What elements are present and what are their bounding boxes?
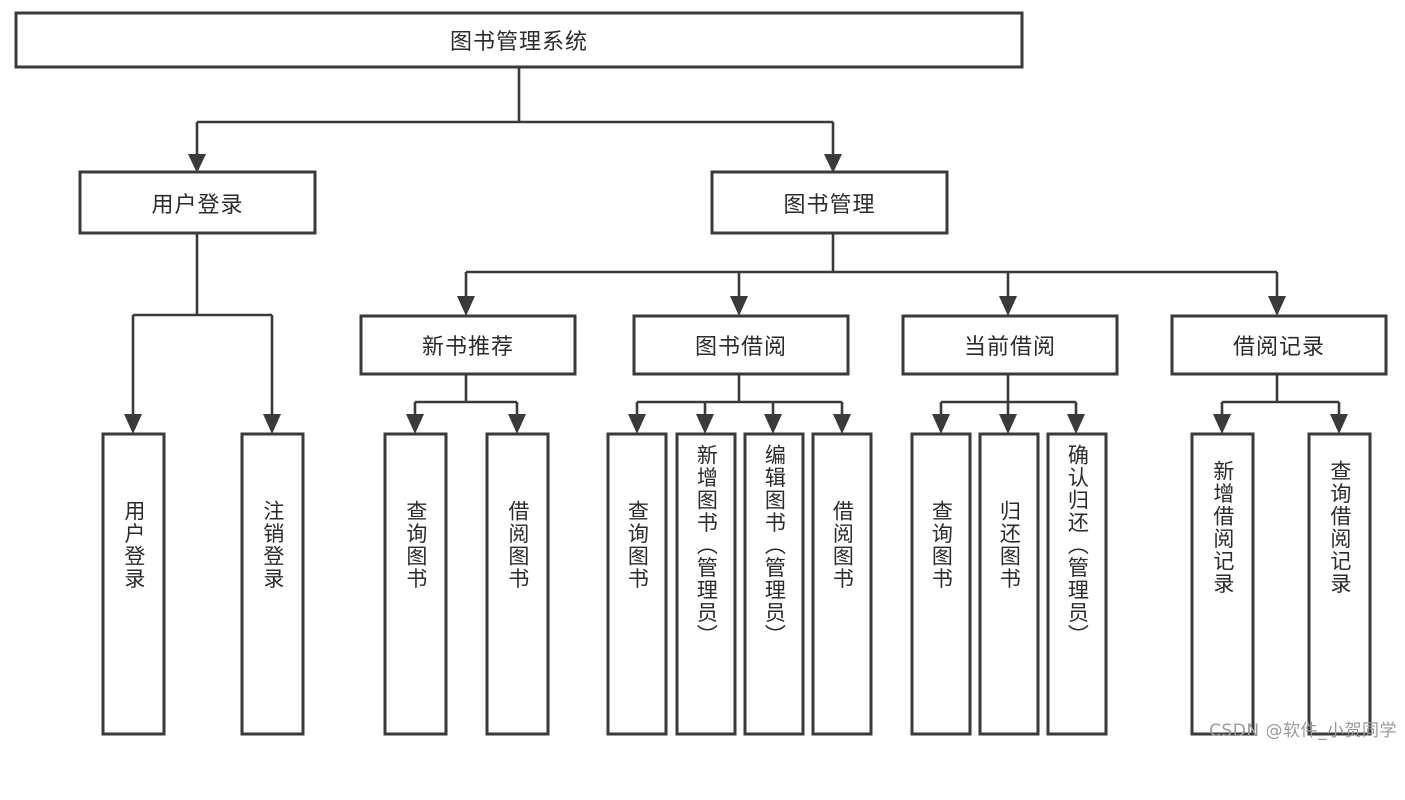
node-box-borrow-record[interactable]	[1170, 314, 1388, 376]
arrowhead-borrow-record	[1268, 296, 1286, 316]
node-box-leaf-add-record[interactable]	[1190, 432, 1255, 736]
node-box-new-book-recommend[interactable]	[359, 314, 577, 376]
node-box-leaf-return-book[interactable]	[978, 432, 1040, 736]
arrowhead-leaf-confirm-return	[1067, 414, 1085, 434]
node-box-user-login[interactable]	[78, 170, 317, 235]
node-box-root[interactable]	[14, 11, 1024, 69]
hierarchy-diagram: 图书管理系统 用户登录 图书管理 新书推荐 图书借阅 当前借阅 借阅记录 用户登…	[14, 11, 1397, 741]
node-box-leaf-query-book-1[interactable]	[383, 432, 448, 736]
watermark-text: CSDN @软件_小贺同学	[1209, 721, 1397, 741]
node-box-leaf-user-login[interactable]	[101, 432, 166, 736]
node-box-leaf-borrow-book-1[interactable]	[485, 432, 550, 736]
node-box-leaf-confirm-return[interactable]	[1046, 432, 1108, 736]
arrowhead-leaf-query-record	[1330, 414, 1348, 434]
arrowhead-leaf-edit-book	[764, 414, 782, 434]
arrowhead-leaf-add-record	[1213, 414, 1231, 434]
arrowhead-new-book-recommend	[457, 296, 475, 316]
node-box-book-management[interactable]	[710, 170, 949, 235]
arrowhead-book-management	[824, 154, 842, 173]
arrowhead-user-login	[188, 154, 206, 173]
node-box-current-borrow[interactable]	[901, 314, 1119, 376]
arrowhead-leaf-query-book-3	[932, 414, 950, 434]
node-boxes	[14, 11, 1388, 736]
node-box-leaf-query-book-3[interactable]	[910, 432, 972, 736]
node-box-leaf-query-record[interactable]	[1307, 432, 1372, 736]
arrowhead-leaf-return-book	[999, 414, 1017, 434]
arrowhead-book-borrow	[730, 296, 748, 316]
diagram-canvas	[14, 11, 1388, 736]
arrowhead-leaf-logout-login	[263, 414, 281, 434]
arrowhead-current-borrow	[999, 296, 1017, 316]
arrowhead-leaf-user-login	[124, 414, 142, 434]
node-box-leaf-logout-login[interactable]	[240, 432, 305, 736]
arrowhead-leaf-query-book-2	[628, 414, 646, 434]
arrowhead-leaf-query-book-1	[406, 414, 424, 434]
arrowhead-leaf-borrow-book-1	[508, 414, 526, 434]
node-box-leaf-edit-book[interactable]	[743, 432, 805, 736]
node-box-leaf-borrow-book-2[interactable]	[811, 432, 873, 736]
arrowhead-leaf-borrow-book-2	[833, 414, 851, 434]
node-box-book-borrow[interactable]	[632, 314, 850, 376]
node-box-leaf-add-book[interactable]	[675, 432, 737, 736]
connectors	[124, 67, 1348, 434]
node-box-leaf-query-book-2[interactable]	[606, 432, 668, 736]
arrowhead-leaf-add-book	[696, 414, 714, 434]
